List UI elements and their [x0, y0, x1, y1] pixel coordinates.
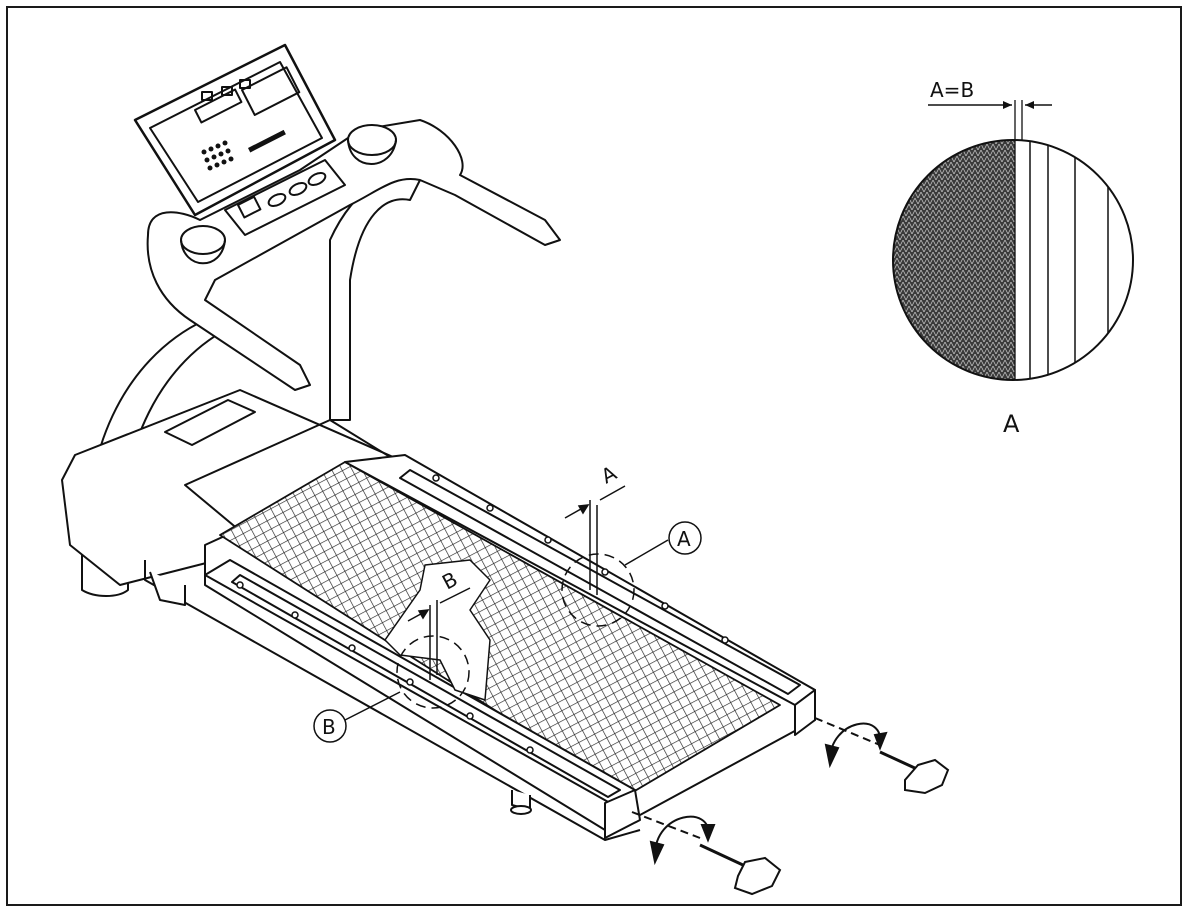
gap-label-a: A [597, 461, 621, 489]
right-cup-holder [347, 124, 397, 156]
detail-view-a: A=B A [892, 78, 1134, 438]
left-cup-holder [180, 225, 226, 255]
hood-vent [164, 399, 256, 446]
hex-key-left [631, 811, 782, 896]
rear-end-cap-right [794, 689, 816, 736]
display-window-1 [194, 88, 243, 124]
right-upright [329, 174, 421, 421]
rotation-arrow-icon [829, 722, 882, 761]
diagram-frame [6, 6, 1182, 906]
treadmill-drawing [61, 43, 816, 841]
rear-end-cap-left [604, 789, 641, 839]
gap-marker-a [561, 485, 702, 627]
gap-equation-label: A=B [930, 78, 974, 102]
console-keypad [201, 129, 286, 171]
callout-label-a: A [677, 527, 691, 551]
belt-texture-detail [893, 140, 1015, 380]
callout-label-b: B [322, 715, 336, 739]
display-window-main [241, 66, 301, 116]
gap-marker-b [313, 587, 471, 743]
hex-key-right [814, 717, 950, 795]
hex-key-icon [904, 758, 950, 795]
rotation-arrow-icon [654, 815, 710, 856]
hex-key-icon [733, 856, 782, 896]
console-display [133, 43, 337, 217]
rail-screws [236, 474, 729, 754]
handlebar-frame [146, 119, 561, 391]
detail-caption: A [1003, 410, 1020, 438]
